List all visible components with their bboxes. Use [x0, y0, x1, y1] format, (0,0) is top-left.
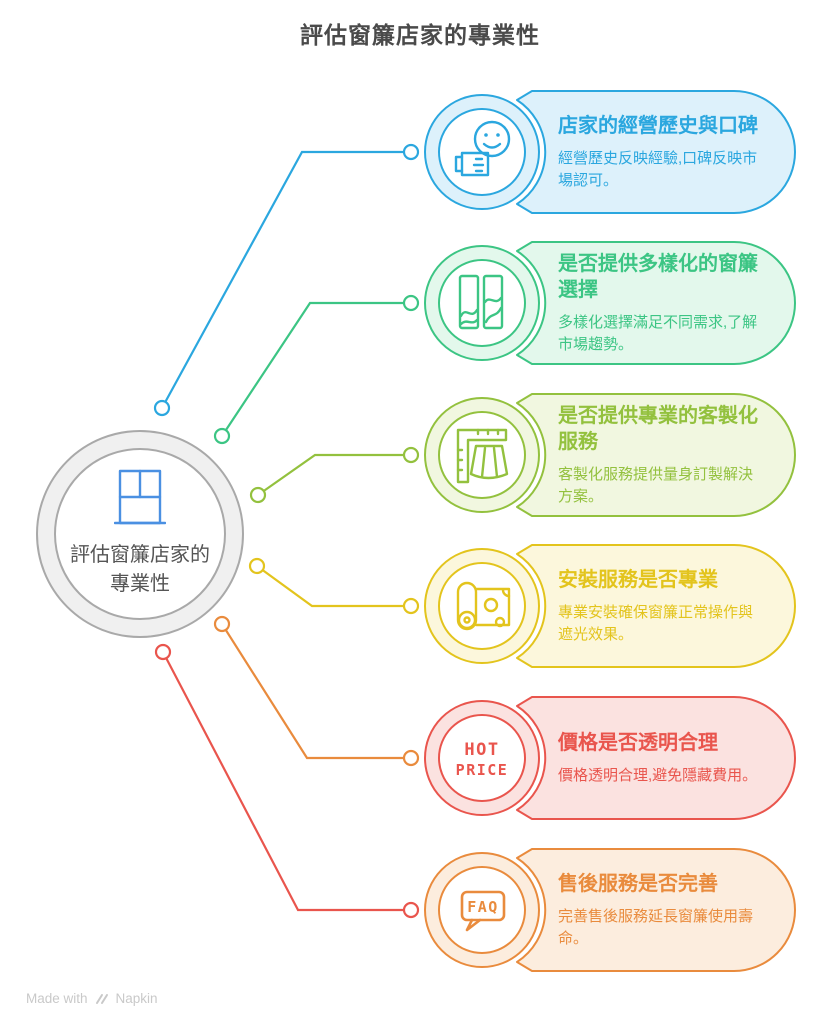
made-with-napkin[interactable]: Made with Napkin	[26, 991, 158, 1006]
node-title: 售後服務是否完善	[558, 872, 718, 895]
connector-branch-5	[213, 615, 420, 767]
node-title: 是否提供多樣化的窗簾選擇	[558, 252, 758, 301]
node-title: 價格是否透明合理	[558, 731, 718, 754]
node-curtain-variety[interactable]: 是否提供多樣化的窗簾選擇 多樣化選擇滿足不同需求,了解市場趨勢。	[416, 240, 800, 366]
center-node-body: 評估窗簾店家的專業性	[54, 448, 226, 620]
napkin-logo-icon	[94, 992, 110, 1006]
node-title: 安裝服務是否專業	[558, 568, 718, 591]
svg-text:FAQ: FAQ	[467, 898, 499, 916]
node-card-shape: FAQ	[424, 848, 796, 972]
node-description: 客製化服務提供量身訂製解決方案。	[558, 465, 754, 505]
node-card-shape	[424, 544, 796, 668]
node-text-block: 是否提供專業的客製化服務 客製化服務提供量身訂製解決方案。	[558, 392, 764, 518]
node-price-transparency[interactable]: HOT PRICE 價格是否透明合理 價格透明合理,避免隱藏費用。	[416, 695, 800, 821]
hot-price-icon: HOT PRICE	[456, 740, 509, 779]
review-smiley-icon	[454, 120, 511, 177]
center-node-label: 評估窗簾店家的專業性	[70, 544, 210, 595]
node-text-block: 售後服務是否完善 完善售後服務延長窗簾使用壽命。	[558, 847, 764, 973]
svg-text:HOT: HOT	[464, 740, 499, 760]
node-text-block: 是否提供多樣化的窗簾選擇 多樣化選擇滿足不同需求,了解市場趨勢。	[558, 240, 764, 366]
node-text-block: 安裝服務是否專業 專業安裝確保窗簾正常操作與遮光效果。	[558, 543, 764, 669]
svg-text:PRICE: PRICE	[456, 761, 509, 779]
center-node[interactable]: 評估窗簾店家的專業性	[36, 430, 244, 638]
page-title: 評估窗簾店家的專業性	[300, 22, 540, 48]
node-description: 經營歷史反映經驗,口碑反映市場認可。	[558, 149, 758, 189]
node-title: 是否提供專業的客製化服務	[558, 404, 758, 453]
fabric-roll-icon	[456, 581, 511, 631]
curtain-samples-icon	[458, 274, 504, 330]
node-customization-service[interactable]: 是否提供專業的客製化服務 客製化服務提供量身訂製解決方案。	[416, 392, 800, 518]
node-description: 完善售後服務延長窗簾使用壽命。	[558, 907, 754, 947]
window-icon	[114, 469, 166, 525]
node-history-reputation[interactable]: 店家的經營歷史與口碑 經營歷史反映經驗,口碑反映市場認可。	[416, 89, 800, 215]
connector-branch-3	[249, 446, 420, 504]
center-node-ring: 評估窗簾店家的專業性	[36, 430, 244, 638]
node-installation-service[interactable]: 安裝服務是否專業 專業安裝確保窗簾正常操作與遮光效果。	[416, 543, 800, 669]
node-title: 店家的經營歷史與口碑	[558, 114, 758, 137]
connector-branch-4	[248, 557, 420, 615]
node-card-shape: HOT PRICE	[424, 696, 796, 820]
node-description: 專業安裝確保窗簾正常操作與遮光效果。	[558, 603, 754, 643]
node-after-sales-service[interactable]: FAQ 售後服務是否完善 完善售後服務延長窗簾使用壽命。	[416, 847, 800, 973]
made-with-label: Made with	[26, 991, 88, 1006]
faq-bubble-icon: FAQ	[460, 890, 506, 932]
node-card-shape	[424, 90, 796, 214]
node-description: 價格透明合理,避免隱藏費用。	[558, 766, 758, 784]
node-card-shape	[424, 241, 796, 365]
ruler-skirt-icon	[456, 428, 509, 484]
node-card-shape	[424, 393, 796, 517]
node-description: 多樣化選擇滿足不同需求,了解市場趨勢。	[558, 313, 758, 353]
napkin-brand-label: Napkin	[115, 991, 158, 1006]
connector-branch-1	[153, 143, 420, 417]
node-text-block: 店家的經營歷史與口碑 經營歷史反映經驗,口碑反映市場認可。	[558, 89, 764, 215]
connector-branch-6	[154, 643, 420, 919]
node-text-block: 價格是否透明合理 價格透明合理,避免隱藏費用。	[558, 695, 764, 821]
connector-branch-2	[213, 294, 420, 445]
